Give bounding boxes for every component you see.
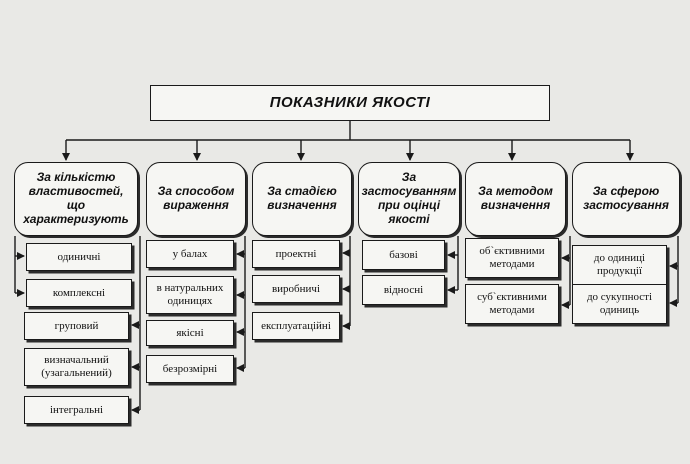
- category-by-stage: За стадією визначення: [252, 162, 352, 236]
- item-per-product-unit: до одиниці продукції: [572, 245, 667, 285]
- item-label: об`єктивними методами: [479, 245, 545, 270]
- item-natural-units: в натуральних одиницях: [146, 276, 234, 314]
- item-relative: відносні: [362, 275, 445, 305]
- category-by-property-count: За кількістю властивостей, що характериз…: [14, 162, 138, 236]
- item-label: груповий: [54, 319, 99, 332]
- item-label: експлуатаційні: [261, 319, 331, 332]
- category-label: За застосуванням при оцінці якості: [361, 170, 457, 226]
- item-group: груповий: [24, 312, 129, 340]
- item-label: до сукупності одиниць: [586, 291, 653, 316]
- item-qualitative: якісні: [146, 320, 234, 346]
- category-label: За кількістю властивостей, що характериз…: [23, 170, 129, 226]
- category-by-expression-method: За способом вираження: [146, 162, 246, 236]
- item-defining: визначальний (узагальнений): [24, 348, 129, 386]
- item-label: виробничі: [271, 282, 321, 295]
- item-label: якісні: [176, 326, 204, 339]
- item-label: проектні: [275, 247, 317, 260]
- item-operational: експлуатаційні: [252, 312, 340, 340]
- item-single: одиничні: [26, 243, 132, 271]
- item-label: в натуральних одиницях: [156, 282, 224, 307]
- item-per-unit-set: до сукупності одиниць: [572, 284, 667, 324]
- item-label: визначальний (узагальнений): [41, 354, 112, 379]
- item-label: суб`єктивними методами: [477, 291, 547, 316]
- category-by-application-in-evaluation: За застосуванням при оцінці якості: [358, 162, 460, 236]
- category-label: За стадією визначення: [267, 184, 337, 212]
- category-label: За методом визначення: [478, 184, 553, 212]
- item-base: базові: [362, 240, 445, 270]
- item-integral: інтегральні: [24, 396, 129, 424]
- item-complex: комплексні: [26, 279, 132, 307]
- root-label: ПОКАЗНИКИ ЯКОСТІ: [269, 94, 431, 112]
- category-by-application-scope: За сферою застосування: [572, 162, 680, 236]
- item-label: комплексні: [52, 286, 106, 299]
- item-production: виробничі: [252, 275, 340, 303]
- item-label: відносні: [383, 283, 424, 296]
- item-dimensionless: безрозмірні: [146, 355, 234, 383]
- item-in-points: у балах: [146, 240, 234, 268]
- item-label: одиничні: [57, 250, 101, 263]
- item-objective-methods: об`єктивними методами: [465, 238, 559, 278]
- item-label: до одиниці продукції: [593, 252, 646, 277]
- item-label: безрозмірні: [162, 362, 218, 375]
- item-label: інтегральні: [49, 403, 104, 416]
- category-by-determination-method: За методом визначення: [465, 162, 566, 236]
- category-label: За способом вираження: [157, 184, 235, 212]
- item-label: базові: [389, 248, 418, 261]
- item-label: у балах: [172, 247, 208, 260]
- item-design: проектні: [252, 240, 340, 268]
- item-subjective-methods: суб`єктивними методами: [465, 284, 559, 324]
- root-box: ПОКАЗНИКИ ЯКОСТІ: [150, 85, 550, 121]
- category-label: За сферою застосування: [583, 184, 669, 212]
